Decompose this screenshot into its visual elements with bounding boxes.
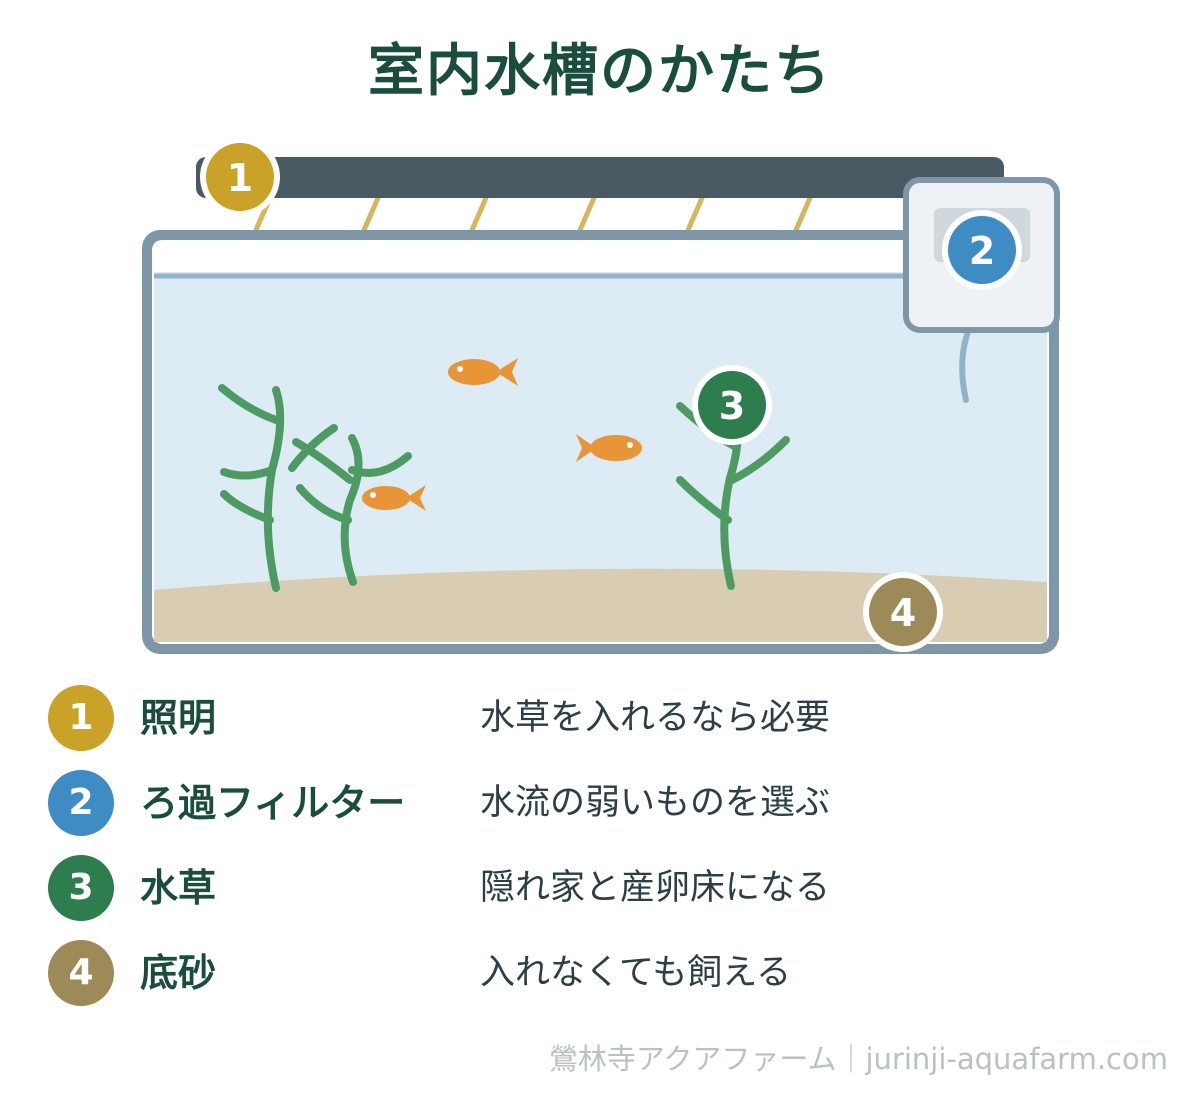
fish [448, 358, 518, 386]
marker-1: 1 [200, 137, 280, 217]
legend-name: 照明 [140, 696, 217, 740]
light-bar [196, 157, 1004, 198]
water-plants-left [218, 384, 412, 592]
marker-1-label: 1 [227, 156, 253, 200]
legend-name: 底砂 [140, 951, 217, 995]
legend-desc: 水流の弱いものを選ぶ [480, 783, 831, 823]
footer-credit: 鶯林寺アクアファーム｜jurinji-aquafarm.com [548, 1042, 1168, 1076]
legend-item-plants: 3 水草 隠れ家と産卵床になる [48, 855, 948, 921]
fish [576, 434, 642, 462]
marker-2-label: 2 [969, 229, 995, 273]
legend-desc: 隠れ家と産卵床になる [480, 868, 831, 908]
marker-4-label: 4 [890, 591, 916, 635]
marker-3-label: 3 [719, 384, 745, 428]
marker-4: 4 [863, 572, 943, 652]
legend-desc: 入れなくても飼える [480, 953, 792, 993]
legend-name: ろ過フィルター [140, 781, 406, 825]
legend-item-sand: 4 底砂 入れなくても飼える [48, 940, 948, 1006]
marker-2: 2 [942, 210, 1022, 290]
legend-badge-3: 3 [48, 855, 114, 921]
legend-badge-4: 4 [48, 940, 114, 1006]
fish [362, 485, 426, 511]
sand [154, 568, 1047, 642]
legend-item-lighting: 1 照明 水草を入れるなら必要 [48, 685, 948, 751]
aquarium-diagram: 1 2 3 4 [142, 137, 1060, 654]
page-title: 室内水槽のかたち [368, 39, 832, 104]
legend-badge-2: 2 [48, 770, 114, 836]
legend-item-filter: 2 ろ過フィルター 水流の弱いものを選ぶ [48, 770, 948, 836]
marker-3: 3 [692, 365, 772, 445]
legend-badge-1: 1 [48, 685, 114, 751]
lamp-stands [253, 195, 813, 233]
legend-name: 水草 [140, 866, 217, 910]
legend-desc: 水草を入れるなら必要 [480, 698, 831, 738]
